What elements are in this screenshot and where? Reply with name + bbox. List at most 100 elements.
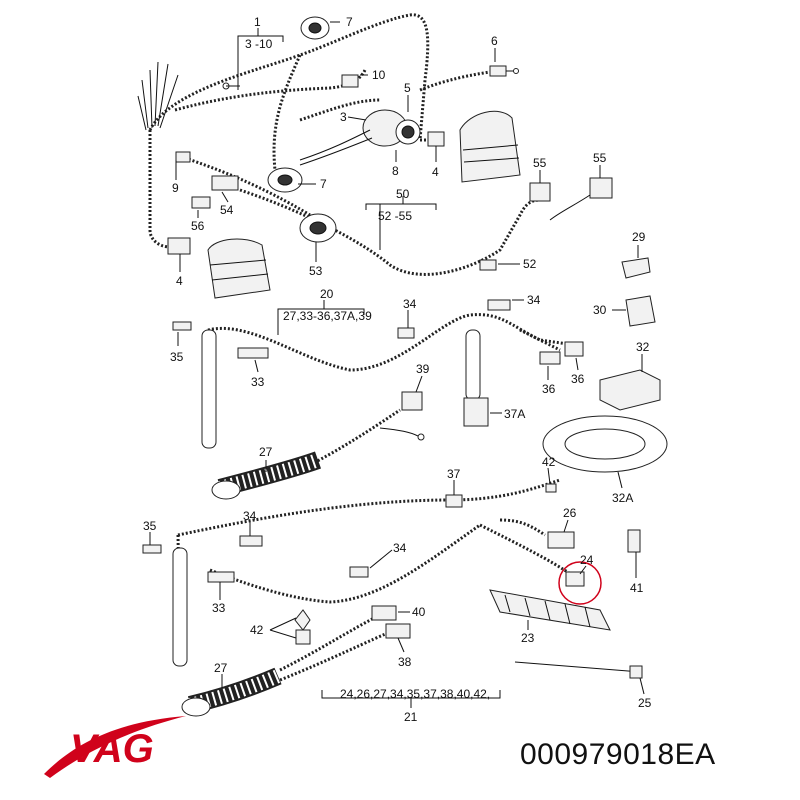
callout-35-bottom: 35: [143, 519, 157, 533]
connector-37: [445, 494, 463, 508]
taillight-left: [207, 238, 271, 299]
callout-20: 20: [320, 287, 334, 301]
clip-34-right: [487, 299, 511, 311]
connector-9: [175, 151, 191, 163]
holder-33-bottom: [207, 571, 235, 583]
callout-labels: 1 3 -10 7 6 10 5 3 8 4 7 9 54 56 4 55 55…: [143, 15, 652, 724]
callout-1: 1: [254, 15, 261, 29]
callout-55-right: 55: [593, 151, 607, 165]
connector-40: [371, 605, 397, 621]
vag-logo: VAG: [44, 716, 186, 778]
leader-lines: [149, 21, 645, 708]
callout-7-top: 7: [346, 15, 353, 29]
connector-38: [385, 623, 411, 639]
clip-35-bottom: [142, 544, 162, 554]
callout-9: 9: [172, 181, 179, 195]
holder-32a: [542, 415, 668, 473]
logo-swoosh-icon: [44, 716, 186, 778]
callout-56: 56: [191, 219, 205, 233]
clamp-41: [627, 529, 641, 553]
clip-34-mid: [397, 327, 415, 339]
grommet-7-top: [300, 16, 330, 40]
callout-32a: 32A: [612, 491, 633, 505]
clip-56: [191, 196, 211, 209]
sensors-42-left: [294, 609, 311, 645]
callout-27-top: 27: [259, 445, 273, 459]
callout-55-left: 55: [533, 156, 547, 170]
callout-54: 54: [220, 203, 234, 217]
grommet-53: [299, 213, 337, 243]
connector-36b: [564, 341, 584, 357]
connector-54: [211, 175, 239, 191]
callout-29: 29: [632, 230, 646, 244]
grommet-7-bottom: [267, 167, 303, 193]
clip-29: [621, 257, 651, 279]
callout-23: 23: [521, 631, 535, 645]
connector-4-top: [427, 131, 445, 147]
callout-24: 24: [580, 553, 594, 567]
sensor-42-right: [545, 483, 557, 493]
callout-4-top: 4: [432, 165, 439, 179]
holder-32: [599, 369, 661, 411]
callout-41: 41: [630, 581, 644, 595]
logo-text: VAG: [70, 727, 154, 771]
callout-50-range: 52 -55: [378, 209, 412, 223]
clip-52: [479, 259, 497, 271]
callout-30: 30: [593, 303, 607, 317]
callout-53: 53: [309, 264, 323, 278]
cable-25: [514, 661, 643, 679]
conduit-27-top: [211, 451, 322, 500]
callout-3: 3: [340, 110, 347, 124]
connector-10: [341, 74, 359, 88]
callout-34-right: 34: [527, 293, 541, 307]
bracket-30: [625, 295, 656, 327]
conduit-27-bottom-vertical: [172, 547, 188, 667]
callout-34-left: 34: [243, 509, 257, 523]
connector-26: [547, 531, 575, 549]
callout-6: 6: [491, 34, 498, 48]
callout-37a: 37A: [504, 407, 525, 421]
sensor-55-right: [589, 177, 613, 199]
callout-33-top: 33: [251, 375, 265, 389]
callout-42-right: 42: [542, 455, 556, 469]
callout-27-bottom: 27: [214, 661, 228, 675]
callout-34-center: 34: [393, 541, 407, 555]
connector-6: [489, 65, 519, 77]
callout-38: 38: [398, 655, 412, 669]
callout-42-left: 42: [250, 623, 264, 637]
callout-4-left: 4: [176, 274, 183, 288]
callout-40: 40: [412, 605, 426, 619]
clip-34-left: [239, 535, 263, 547]
callout-20-range: 27,33-36,37A,39: [283, 309, 372, 323]
holder-33-top: [237, 347, 269, 359]
part-number: 000979018EA: [520, 738, 716, 771]
callout-5: 5: [404, 81, 411, 95]
conduit-27-top-vertical: [201, 329, 217, 449]
callout-8: 8: [392, 164, 399, 178]
connector-36a: [539, 351, 561, 365]
callout-21-range: 24,26,27,34,35,37,38,40,42,: [340, 687, 490, 701]
callout-33-bottom: 33: [212, 601, 226, 615]
callout-37: 37: [447, 467, 461, 481]
callout-34-mid: 34: [403, 297, 417, 311]
callout-35-top: 35: [170, 350, 184, 364]
clip-35-top: [172, 321, 192, 331]
callout-36-left: 36: [542, 382, 556, 396]
connector-39: [401, 391, 423, 411]
highlight-circle: [558, 561, 602, 605]
callout-7-bottom: 7: [320, 177, 327, 191]
switch-37a: [463, 329, 489, 427]
conduit-27-bottom: [181, 667, 282, 717]
callout-50: 50: [396, 187, 410, 201]
callout-32: 32: [636, 340, 650, 354]
connector-24: [565, 571, 585, 587]
callout-1-range: 3 -10: [245, 37, 273, 51]
callout-21: 21: [404, 710, 418, 724]
callout-39: 39: [416, 362, 430, 376]
callout-26: 26: [563, 506, 577, 520]
clip-34-center: [349, 566, 369, 578]
callout-52: 52: [523, 257, 537, 271]
callout-25: 25: [638, 696, 652, 710]
cover-23: [489, 589, 611, 631]
